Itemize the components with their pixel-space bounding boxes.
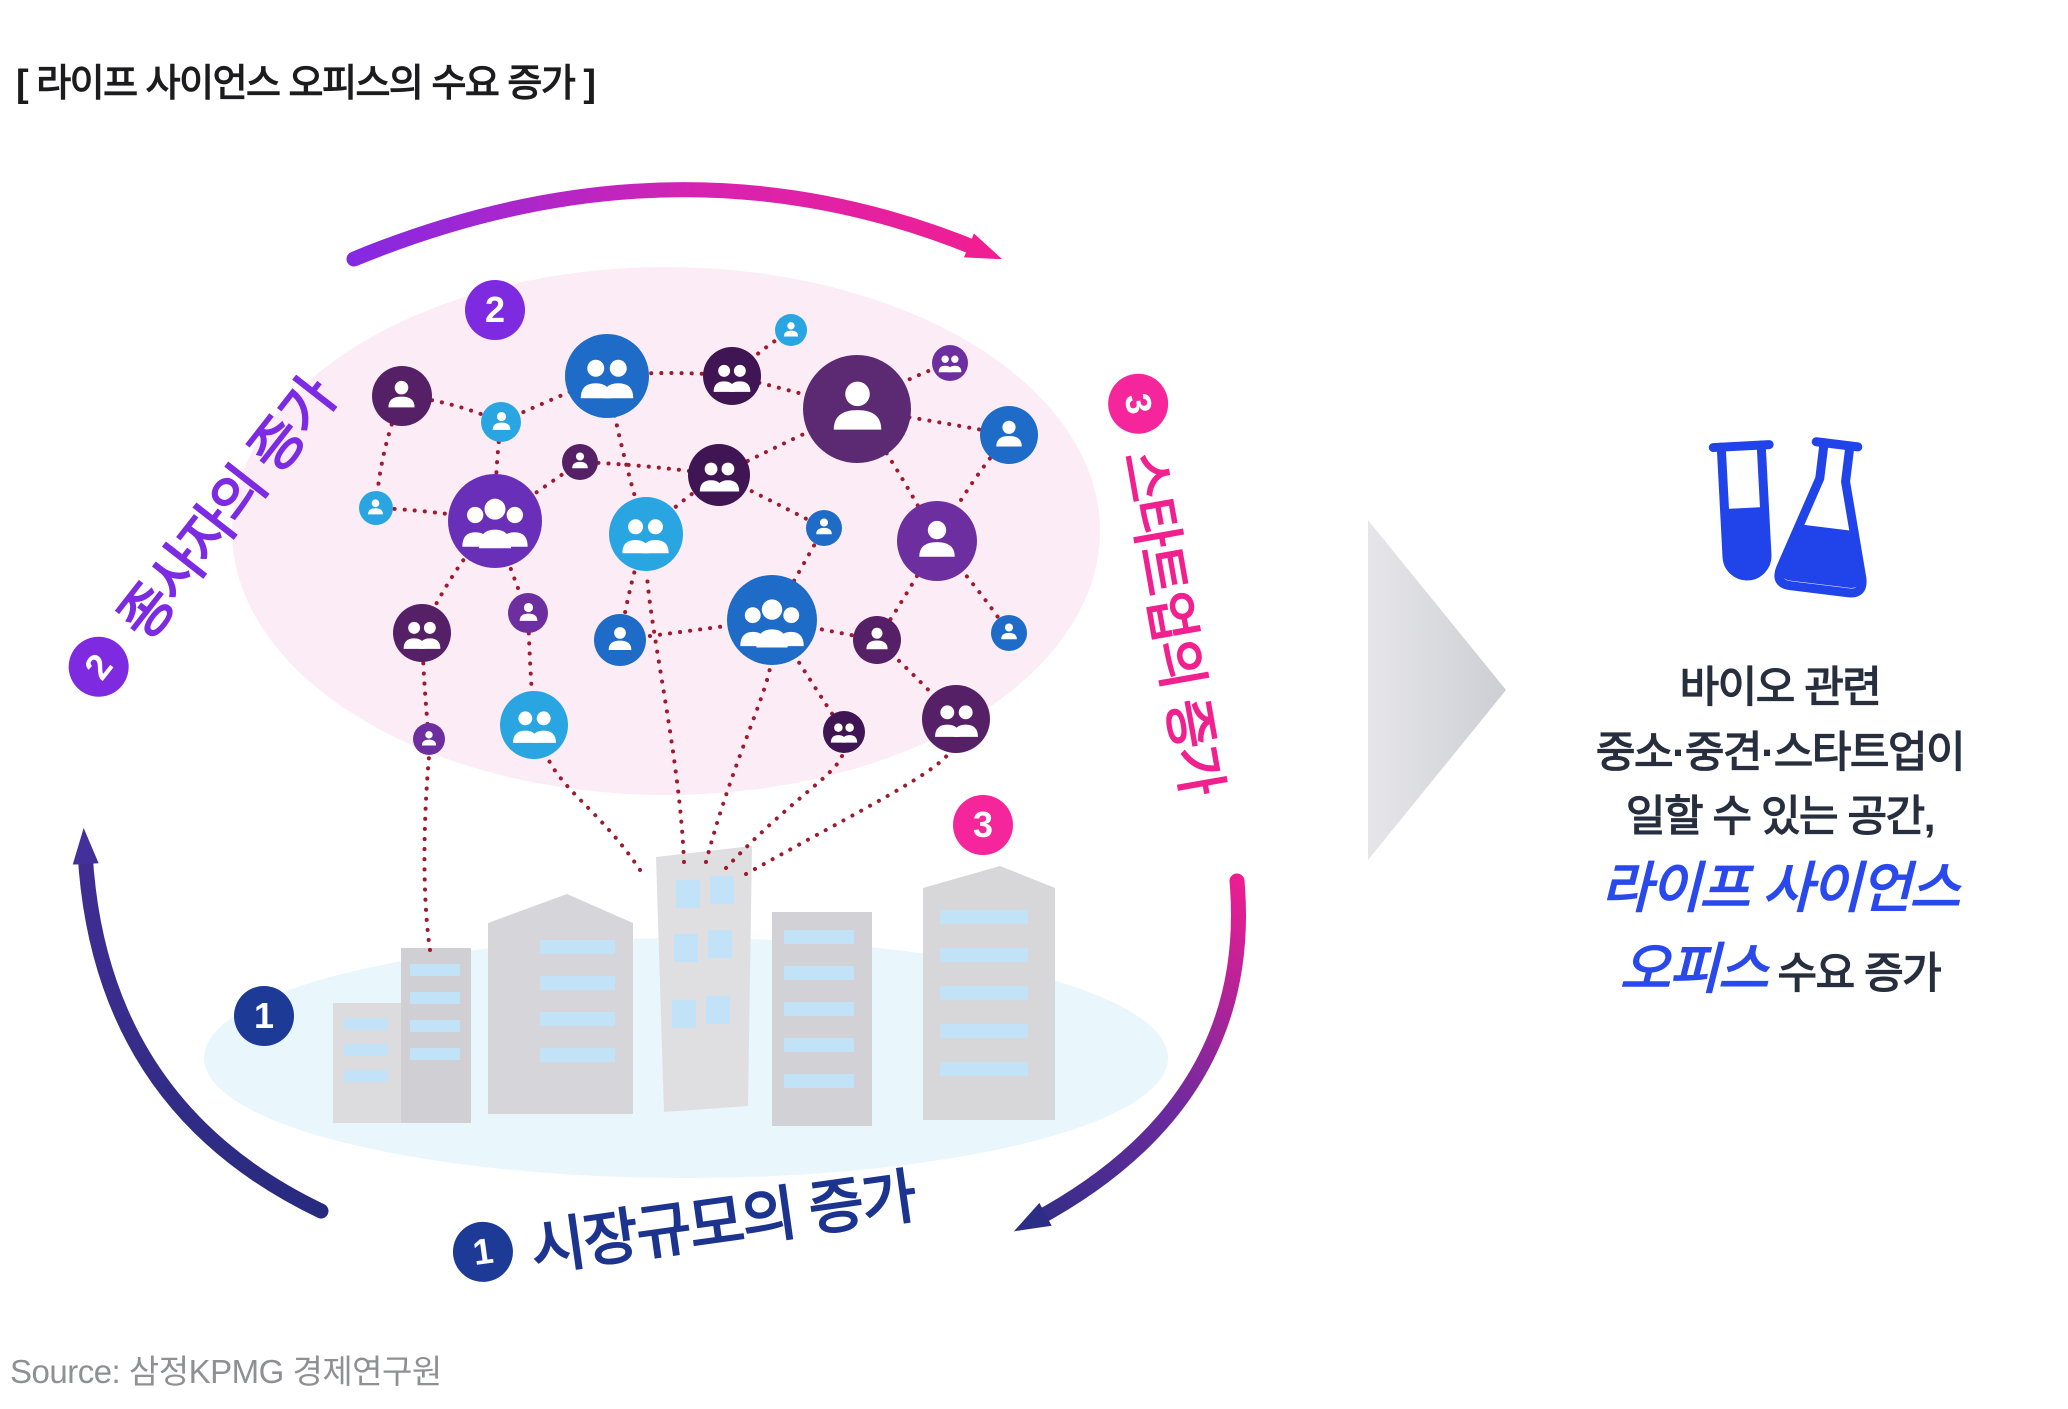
lab-flask-icon — [1708, 437, 1867, 598]
cycle-arrow-top — [346, 182, 1003, 267]
city-illustration — [204, 846, 1168, 1178]
result-line-1: 바이오 관련 — [1679, 664, 1882, 712]
result-line-2: 중소·중견·스타트업이 — [1595, 728, 1966, 777]
source-note: Source: 삼정KPMG 경제연구원 — [10, 1353, 442, 1390]
cycle-arrow-left — [72, 828, 329, 1219]
step2-badge: 2 — [465, 280, 525, 340]
step1-badge: 1 — [234, 986, 294, 1046]
result-panel: 바이오 관련 중소·중견·스타트업이 일할 수 있는 공간, 라이프 사이언스 … — [1545, 428, 2015, 1008]
result-suffix: 수요 증가 — [1777, 949, 1942, 998]
step1-label-badge: 1 — [448, 1217, 517, 1286]
step3-label-badge: 3 — [1103, 368, 1174, 439]
result-line-3: 일할 수 있는 공간, — [1625, 793, 1936, 841]
people-network — [359, 314, 1038, 759]
page-title: [ 라이프 사이언스 오피스의 수요 증가 ] — [16, 63, 596, 105]
step3-badge: 3 — [953, 795, 1013, 855]
cycle-arrow-right — [1013, 873, 1246, 1232]
flow-arrow — [1368, 520, 1506, 860]
result-highlight-2-row: 오피스 수요 증가 — [1545, 931, 2015, 1008]
result-highlight-2: 오피스 — [1619, 937, 1769, 1000]
result-highlight-1: 라이프 사이언스 — [1601, 856, 1960, 919]
